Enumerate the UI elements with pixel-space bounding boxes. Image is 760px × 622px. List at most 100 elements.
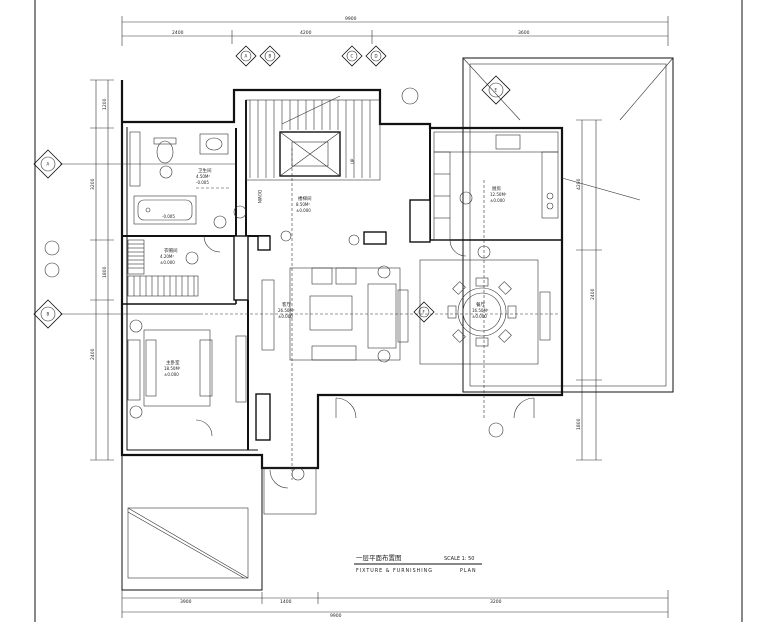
axis-lines [60, 148, 641, 480]
stair-hall-area: 8.50M² [296, 202, 310, 207]
kitchen-level: ±0.000 [490, 198, 505, 203]
dim-bottom-seg-1: 3900 [180, 599, 192, 605]
elev-marker-top-d: D [365, 45, 387, 67]
elev-marker-left-1: A [33, 149, 63, 179]
dining-level: ±0.000 [472, 314, 487, 319]
dim-bottom-total: 9900 [330, 613, 342, 619]
stair-hall-name: 楼梯间 [298, 195, 312, 202]
index-marker [459, 191, 473, 205]
left-dimension: 1200 3200 1800 2400 [90, 79, 114, 461]
stair-down-label: DOWN [257, 190, 262, 203]
elevation-markers: A B C D A B E [33, 45, 511, 481]
bed-icon [143, 329, 211, 407]
stove-burner-icon [546, 192, 554, 200]
index-marker [233, 205, 247, 219]
washbasin-icon [199, 133, 229, 155]
index-marker [159, 165, 173, 179]
dim-right-seg-3: 1800 [576, 418, 582, 430]
dining-room: 餐厅 16.50M² ±0.000 [419, 259, 551, 365]
elev-marker-top-c: C [341, 45, 363, 67]
bedroom-name: 主卧室 [166, 359, 180, 366]
kitchen-name: 厨房 [492, 185, 501, 192]
svg-text:F: F [423, 310, 426, 315]
balcony-south [121, 454, 263, 591]
elevator-shaft [279, 131, 341, 177]
dim-top-seg-3: 3600 [518, 30, 530, 36]
cloakroom-level: ±0.000 [160, 260, 175, 265]
title-block: 一层平面布置图 SCALE 1: 50 FIXTURE & FURNISHING… [354, 553, 482, 574]
dim-top-seg-1: 2400 [172, 30, 184, 36]
bottom-dimension: 3900 1400 3200 9900 [121, 590, 669, 619]
cloakroom-name: 衣帽间 [164, 247, 178, 254]
index-marker [401, 87, 419, 105]
index-marker [185, 251, 199, 265]
bedroom: 主卧室 18.50M² ±0.000 [127, 319, 247, 419]
elev-marker-right-1: E [481, 75, 511, 105]
dim-bottom-seg-3: 3200 [490, 599, 502, 605]
stair-hall-level: ±0.000 [296, 208, 311, 213]
bath-floor-level: -0.005 [162, 214, 175, 219]
stair-hall: DOWN UP [245, 95, 381, 203]
stair-up-label: UP [350, 158, 355, 164]
elev-marker-right-2: F [413, 301, 435, 323]
cloakroom-area: 4.20M² [160, 254, 174, 259]
dim-left-seg-4: 2400 [90, 348, 96, 360]
dim-left-seg-3: 1800 [102, 266, 108, 278]
drawing-subtitle-right: PLAN [460, 568, 477, 574]
bathroom-fixtures: 卫生间 4.50M² -0.005 -0.005 [129, 131, 230, 225]
svg-text:A: A [245, 54, 248, 59]
kitchen-sink-icon [495, 134, 521, 150]
doors [195, 235, 535, 515]
exterior-walls [120, 80, 564, 470]
svg-text:C: C [351, 54, 354, 59]
living-level: ±0.000 [278, 314, 293, 319]
interior-walls [122, 100, 562, 450]
dim-right-seg-1: 4200 [576, 178, 582, 190]
right-dimension: 4200 2400 1800 [576, 119, 602, 461]
dining-area: 16.50M² [472, 308, 489, 313]
dining-name: 餐厅 [476, 301, 485, 308]
index-marker [44, 240, 60, 256]
dim-left-seg-1: 1200 [102, 98, 108, 110]
svg-text:B: B [47, 312, 50, 317]
bedroom-level: ±0.000 [164, 372, 179, 377]
svg-text:A: A [47, 162, 50, 167]
elev-marker-top-a: A [235, 45, 257, 67]
dim-top-total: 9900 [345, 16, 357, 22]
toilet-icon [156, 140, 174, 164]
dim-top-seg-2: 4200 [300, 30, 312, 36]
elev-marker-left-2: B [33, 299, 63, 329]
dim-left-seg-2: 3200 [90, 178, 96, 190]
sofa-icon [309, 295, 353, 331]
index-marker [291, 467, 305, 481]
drawing-subtitle-left: FIXTURE & FURNISHING [356, 568, 433, 574]
living-area: 26.50M² [278, 308, 295, 313]
elev-marker-top-b: B [259, 45, 281, 67]
top-dimension: 9900 2400 4200 3600 [121, 16, 669, 46]
kitchen-area: 12.50M² [490, 192, 507, 197]
svg-text:B: B [269, 54, 272, 59]
bathroom-area: 4.50M² [196, 174, 210, 179]
drawing-title: 一层平面布置图 [356, 553, 402, 562]
drawing-scale: SCALE 1: 50 [444, 556, 474, 562]
cloakroom: 衣帽间 4.20M² ±0.000 [127, 239, 199, 297]
index-marker [488, 422, 504, 438]
index-marker [348, 234, 360, 246]
bathtub-icon [133, 195, 197, 225]
dim-right-seg-2: 2400 [590, 288, 596, 300]
index-marker [280, 230, 292, 242]
dim-bottom-seg-2: 1400 [280, 599, 292, 605]
bathroom-name: 卫生间 [198, 167, 212, 174]
bedroom-area: 18.50M² [164, 366, 181, 371]
index-marker [213, 215, 227, 229]
svg-text:E: E [495, 88, 498, 93]
terrace [462, 57, 674, 393]
kitchen: 厨房 12.50M² ±0.000 [433, 131, 559, 241]
index-marker [44, 262, 60, 278]
index-marker [477, 245, 491, 259]
svg-text:D: D [375, 54, 378, 59]
living-name: 客厅 [282, 301, 291, 308]
dining-table-icon [457, 287, 507, 337]
bathroom-level: -0.005 [196, 180, 209, 185]
